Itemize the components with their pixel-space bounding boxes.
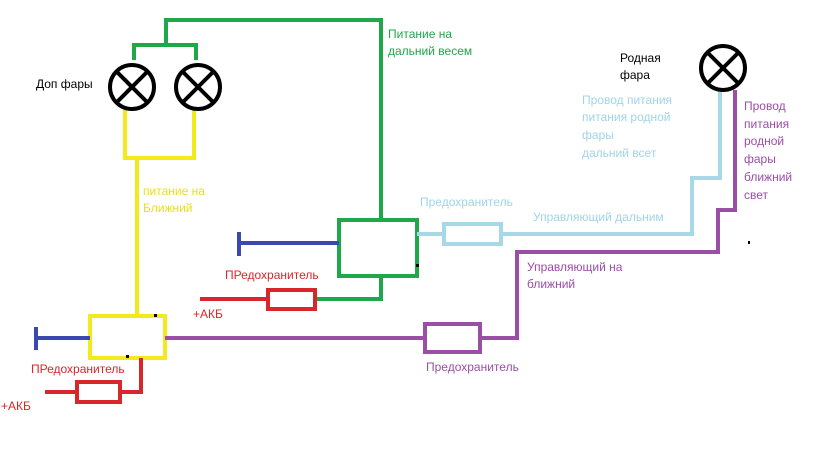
lightblue-wire-to-lamp (501, 92, 722, 236)
label-pitanie-blizhniy-2: Ближний (143, 201, 193, 215)
lamp-factory (699, 44, 747, 92)
label-provod-blizhniy-3: родной (744, 134, 784, 148)
label-predohranitel-purple: Предохранитель (426, 360, 519, 374)
label-rodnaya-fara-2: фара (620, 68, 650, 82)
label-pitanie-blizhniy-1: питание на (143, 184, 205, 198)
dot-mark (748, 241, 750, 244)
label-provod-blizhniy-6: свет (744, 188, 769, 202)
relay-blizhniy (88, 314, 167, 360)
dot-mark-4 (126, 355, 129, 358)
ground-wiring (34, 232, 339, 350)
purple-wiring (165, 90, 737, 354)
green-wire-lamp-bridge (132, 43, 198, 60)
yellow-wire-lamp-bridge (123, 105, 196, 160)
label-upravlyayushchiy-blizhniy-2: ближний (527, 277, 575, 291)
fuse-akb-blizhniy (75, 380, 122, 404)
dot-mark-3 (154, 314, 157, 317)
label-provod-dalniy-4: дальний всет (582, 146, 657, 160)
fuse-blizhniy-control (423, 322, 482, 354)
green-wire-hibeam-feed (164, 18, 383, 220)
red-wiring (45, 288, 317, 404)
label-akb-green: +АКБ (193, 307, 223, 321)
label-provod-blizhniy-2: питания (744, 117, 789, 131)
label-predohranitel-green: ПРедохранитель (225, 268, 319, 282)
label-provod-blizhniy-4: фары (744, 152, 776, 166)
lamp-extra-left (108, 63, 156, 111)
yellow-wiring (88, 105, 196, 360)
label-provod-blizhniy-5: ближний (744, 170, 792, 184)
label-provod-dalniy-3: фары (582, 128, 614, 142)
label-provod-dalniy-2: питания родной (582, 110, 671, 124)
label-rodnaya-fara-1: Родная (620, 51, 661, 65)
label-akb-yellow: +АКБ (1, 399, 31, 413)
label-pitanie-dalniy-1: Питание на (388, 27, 452, 41)
green-wiring (132, 18, 419, 301)
label-provod-blizhniy-1: Провод (744, 99, 786, 113)
relay-dalniy (337, 218, 419, 278)
label-predohranitel-yellow: ПРедохранитель (31, 362, 125, 376)
label-pitanie-dalniy-2: дальний весем (388, 44, 472, 58)
label-upravlyayushchiy-dalnim: Управляющий дальним (533, 210, 664, 224)
fuse-dalniy-control (442, 222, 503, 246)
lamp-extra-right (174, 63, 222, 111)
fuse-akb-dalniy (266, 288, 317, 311)
label-provod-dalniy-1: Провод питания (582, 93, 672, 107)
purple-wire-to-lamp (480, 90, 737, 340)
dot-mark-2 (416, 264, 419, 267)
green-wire-relay-to-fuse (315, 276, 383, 301)
red-wire-relay-blizhniy (120, 358, 143, 394)
label-dop-fary: Доп фары (36, 77, 93, 91)
label-upravlyayushchiy-blizhniy-1: Управляющий на (527, 260, 623, 274)
label-predohranitel-top: Предохранитель (420, 195, 513, 209)
light-blue-wiring (417, 92, 722, 246)
